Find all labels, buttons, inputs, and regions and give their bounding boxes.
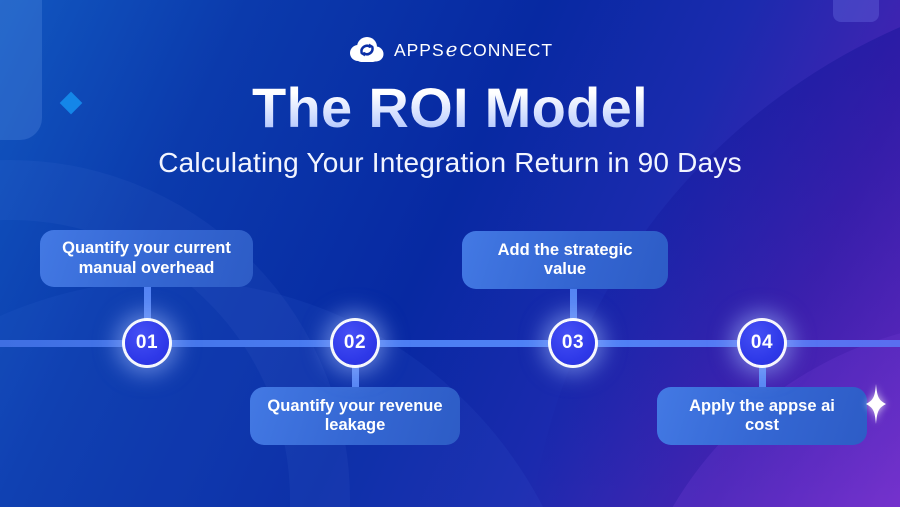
step-2-node: 02 [333,321,377,365]
step-2-callout: Quantify your revenue leakage [250,387,460,445]
cloud-sync-icon [349,37,384,62]
step-4-callout: Apply the appse ai cost [657,387,867,445]
step-4-label: Apply the appse ai cost [689,396,835,434]
step-1-connector [144,284,151,344]
step-4-number: 04 [750,332,774,353]
brand-suffix: CONNECT [459,39,554,60]
step-1-node: 01 [125,321,169,365]
step-2-number: 02 [343,332,367,353]
step-3-callout: Add the strategic value [462,231,668,289]
step-3-label: Add the strategic value [497,240,633,278]
step-3-number: 03 [561,332,585,353]
step-3-connector [570,284,577,344]
step-4-node: 04 [740,321,784,365]
page-title: The ROI Model [0,77,900,138]
step-2-connector [352,343,359,391]
page-subtitle: Calculating Your Integration Return in 9… [158,147,742,179]
step-1-number: 01 [135,332,159,353]
brand-prefix: APPS [393,39,445,60]
sparkle-icon [866,384,886,424]
decor-ring-left [0,160,350,507]
step-4-connector [759,343,766,391]
brand-e: e [445,36,459,61]
step-3-node: 03 [551,321,595,365]
timeline-line [0,340,900,347]
step-2-label: Quantify your revenue leakage [267,396,443,434]
step-1-label: Quantify your current manual overhead [62,239,231,277]
step-1-callout: Quantify your current manual overhead [40,230,253,287]
